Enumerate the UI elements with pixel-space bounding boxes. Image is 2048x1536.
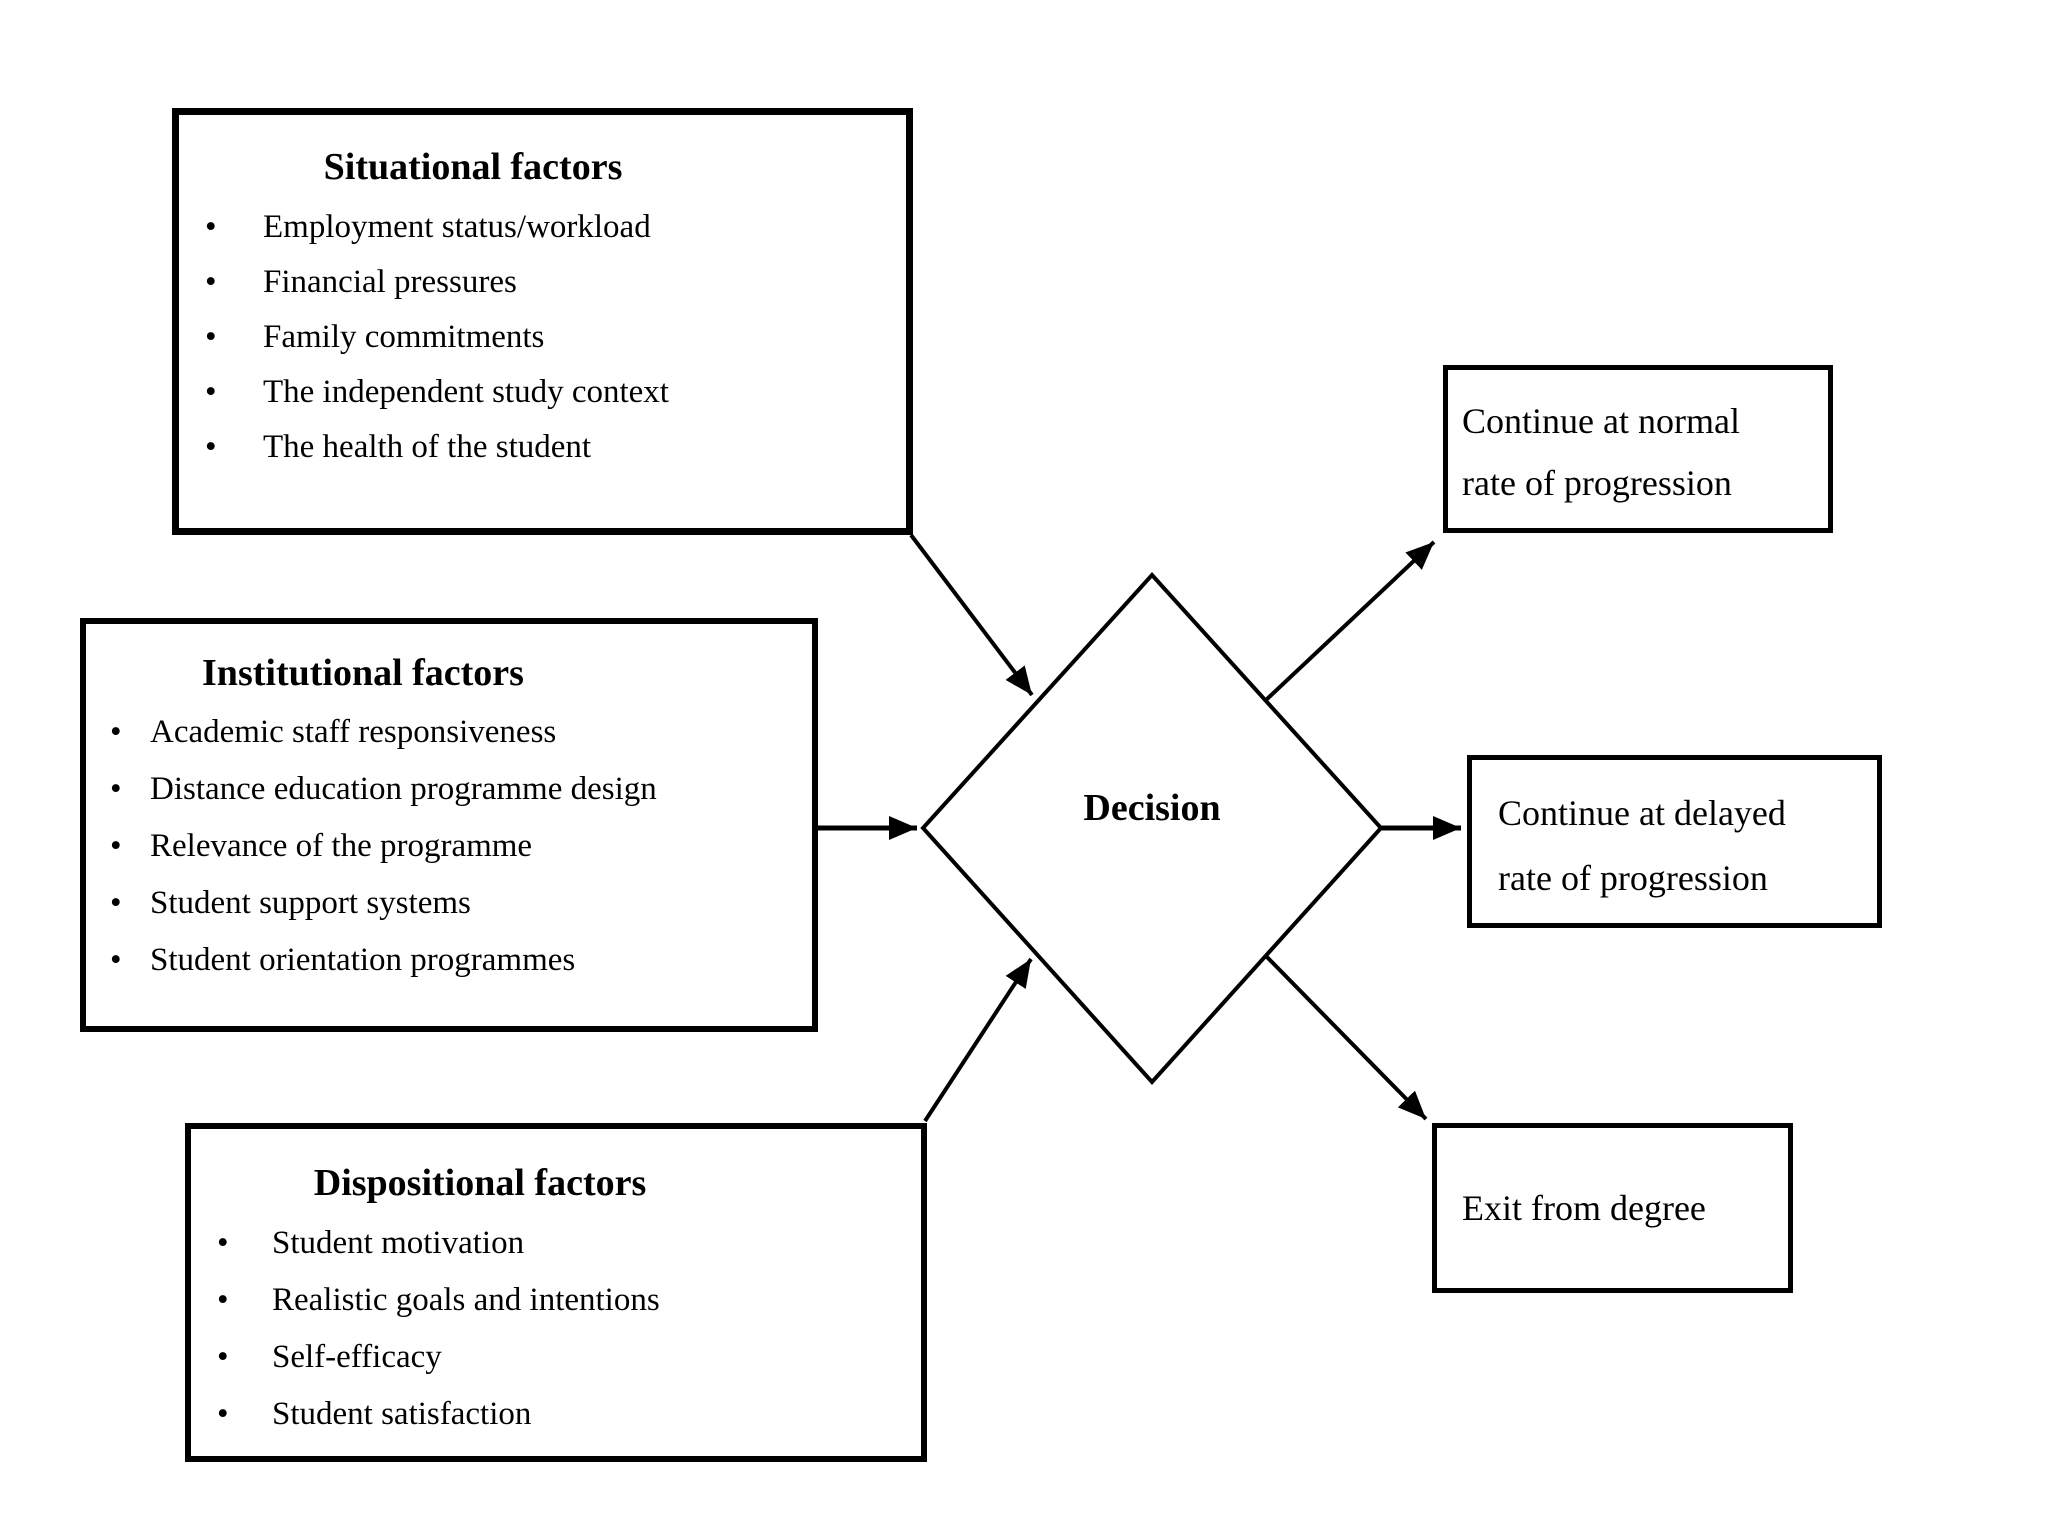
outcome-label: Continue at delayed rate of progression — [1498, 793, 1786, 898]
dispositional-factors-title: Dispositional factors — [313, 1162, 647, 1204]
institutional-factors-box: Institutional factors Academic staff res… — [80, 618, 818, 1032]
factor-item: The independent study context — [179, 365, 906, 420]
factor-item: Employment status/workload — [179, 200, 906, 255]
situational-factors-title: Situational factors — [323, 146, 623, 188]
factor-item: Financial pressures — [179, 255, 906, 310]
dispositional-factors-box: Dispositional factors Student motivation… — [185, 1123, 927, 1462]
situational-factors-list: Employment status/workload Financial pre… — [179, 200, 906, 475]
arrow-decision-to-normal — [1264, 540, 1436, 702]
factor-item: Student satisfaction — [191, 1386, 921, 1443]
factor-item: Student motivation — [191, 1215, 921, 1272]
factor-item: Academic staff responsiveness — [86, 704, 812, 761]
factor-item: Distance education programme design — [86, 761, 812, 818]
factor-item: The health of the student — [179, 420, 906, 475]
outcome-box-continue-normal: Continue at normal rate of progression — [1443, 365, 1833, 533]
outcome-box-exit-degree: Exit from degree — [1432, 1123, 1793, 1293]
decision-diamond — [920, 572, 1384, 1085]
factor-item: Student support systems — [86, 875, 812, 932]
arrow-decision-to-exit — [1264, 954, 1428, 1121]
factor-item: Student orientation programmes — [86, 932, 812, 989]
factor-item: Family commitments — [179, 310, 906, 365]
institutional-factors-list: Academic staff responsiveness Distance e… — [86, 704, 812, 989]
factor-item: Realistic goals and intentions — [191, 1272, 921, 1329]
outcome-label: Exit from degree — [1462, 1188, 1706, 1228]
dispositional-factors-list: Student motivation Realistic goals and i… — [191, 1215, 921, 1443]
decision-node-label: Decision — [1083, 787, 1221, 829]
institutional-factors-title: Institutional factors — [202, 652, 524, 694]
outcome-label: Continue at normal rate of progression — [1462, 401, 1740, 503]
arrow-situational-to-decision — [909, 533, 1034, 697]
situational-factors-box: Situational factors Employment status/wo… — [172, 108, 913, 535]
outcome-box-continue-delayed: Continue at delayed rate of progression — [1467, 755, 1882, 928]
factor-item: Relevance of the programme — [86, 818, 812, 875]
factor-item: Self-efficacy — [191, 1329, 921, 1386]
arrow-dispositional-to-decision — [923, 957, 1033, 1123]
